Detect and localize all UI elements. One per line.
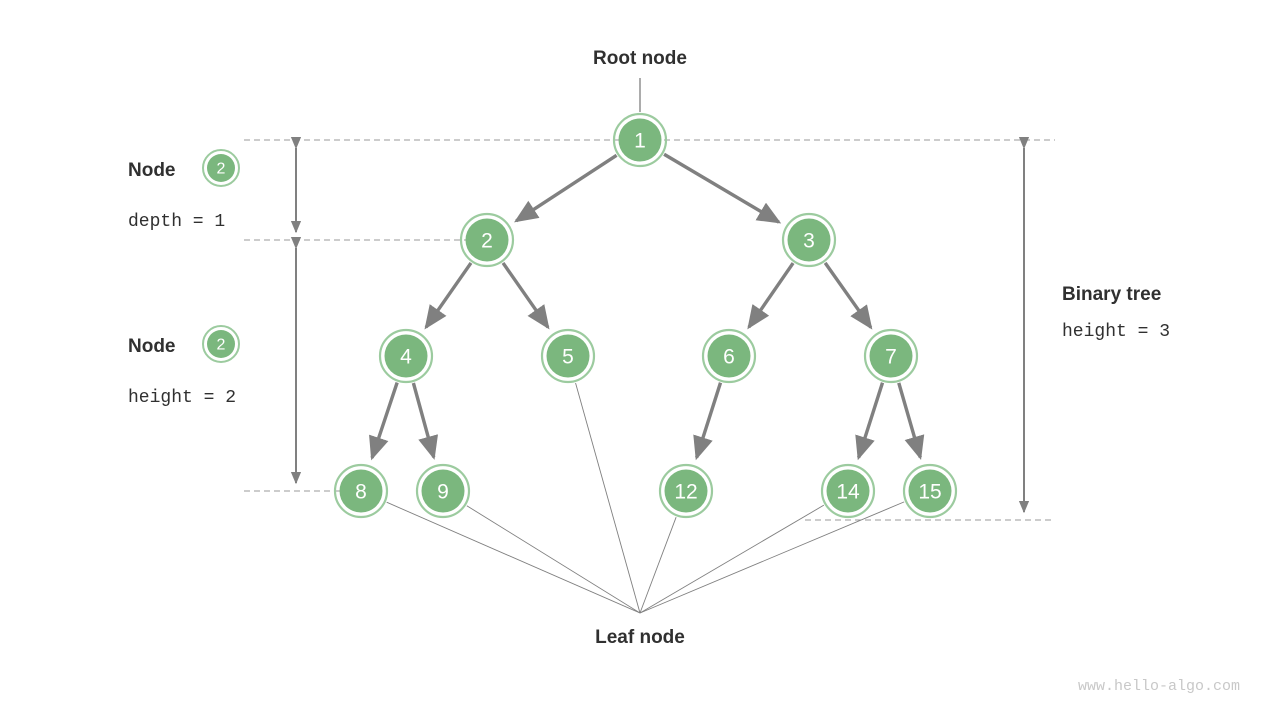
tree-node-value: 12 [674, 481, 697, 504]
tree-node-ring [333, 463, 389, 519]
tree-edge-n2-n4 [424, 261, 473, 330]
guide-lines-group [244, 139, 1055, 521]
tree-node-fill [421, 469, 465, 513]
tree-node-15[interactable]: 15 [902, 463, 958, 519]
watermark: www.hello-algo.com [1078, 678, 1240, 695]
tree-node-value: 2 [481, 230, 493, 253]
measure-arrows-group [290, 136, 1030, 514]
tree-edge-n1-n3 [663, 152, 782, 224]
tree-node-12[interactable]: 12 [658, 463, 714, 519]
tree-edge-n4-n8 [369, 382, 399, 461]
node-depth-badge-value: 2 [217, 161, 226, 178]
tree-edge-n6-n12 [693, 382, 723, 461]
leaf-node-label: Leaf node [595, 627, 685, 648]
tree-node-fill [664, 469, 708, 513]
tree-node-value: 1 [634, 130, 646, 153]
tree-node-ring [781, 212, 837, 268]
tree-node-ring [378, 328, 434, 384]
node-depth-heading: Node [128, 160, 176, 181]
tree-node-value: 3 [803, 230, 815, 253]
tree-node-ring [902, 463, 958, 519]
tree-node-fill [546, 334, 590, 378]
tree-edge-n2-n5 [501, 261, 550, 330]
tree-edges-group [369, 152, 925, 461]
binary-tree-height-code: height = 3 [1062, 322, 1170, 342]
tree-node-value: 8 [355, 481, 367, 504]
tree-node-7[interactable]: 7 [863, 328, 919, 384]
root-node-label: Root node [593, 48, 687, 69]
tree-node-value: 6 [723, 346, 735, 369]
node-height-badge: 2 [202, 325, 240, 363]
node-height-badge-value: 2 [217, 337, 226, 354]
tree-node-ring [415, 463, 471, 519]
node-height-code: height = 2 [128, 388, 236, 408]
node-depth-badge: 2 [202, 149, 240, 187]
tree-node-9[interactable]: 9 [415, 463, 471, 519]
leaf-pointer-line-n9 [466, 505, 641, 614]
leaf-pointer-line-n8 [386, 501, 641, 614]
tree-node-value: 7 [885, 346, 897, 369]
tree-node-fill [339, 469, 383, 513]
tree-node-fill [384, 334, 428, 378]
leaf-pointer-line-n14 [639, 504, 825, 614]
tree-node-ring [701, 328, 757, 384]
tree-edge-n3-n7 [823, 261, 873, 330]
tree-node-value: 5 [562, 346, 574, 369]
tree-node-fill [707, 334, 751, 378]
tree-node-3[interactable]: 3 [781, 212, 837, 268]
tree-node-ring [459, 212, 515, 268]
tree-edge-n1-n2 [514, 153, 618, 223]
tree-edge-n3-n6 [747, 262, 795, 330]
tree-node-ring [863, 328, 919, 384]
tree-node-4[interactable]: 4 [378, 328, 434, 384]
tree-node-ring [540, 328, 596, 384]
tree-node-fill [908, 469, 952, 513]
tree-node-6[interactable]: 6 [701, 328, 757, 384]
tree-node-fill [826, 469, 870, 513]
tree-node-1[interactable]: 1 [612, 112, 668, 168]
node-depth-code: depth = 1 [128, 212, 225, 232]
leaf-pointer-line-n15 [639, 501, 905, 614]
node-height-heading: Node [128, 336, 176, 357]
tree-node-ring [612, 112, 668, 168]
tree-node-2[interactable]: 2 [459, 212, 515, 268]
tree-edge-n7-n14 [855, 382, 885, 461]
tree-node-value: 4 [400, 346, 412, 369]
tree-node-fill [869, 334, 913, 378]
leaf-pointer-lines-group [386, 382, 905, 614]
tree-node-ring [820, 463, 876, 519]
tree-node-ring [658, 463, 714, 519]
binary-tree-heading: Binary tree [1062, 284, 1161, 305]
tree-node-5[interactable]: 5 [540, 328, 596, 384]
tree-node-14[interactable]: 14 [820, 463, 876, 519]
leaf-pointer-line-n12 [639, 517, 677, 614]
tree-node-value: 15 [918, 481, 941, 504]
tree-edge-n7-n15 [897, 382, 925, 460]
leaf-pointer-line-n5 [575, 382, 641, 614]
tree-node-value: 14 [836, 481, 860, 504]
tree-edge-n4-n9 [411, 382, 439, 460]
tree-node-8[interactable]: 8 [333, 463, 389, 519]
tree-node-fill [787, 218, 831, 262]
tree-node-value: 9 [437, 481, 449, 504]
tree-node-fill [618, 118, 662, 162]
tree-node-fill [465, 218, 509, 262]
